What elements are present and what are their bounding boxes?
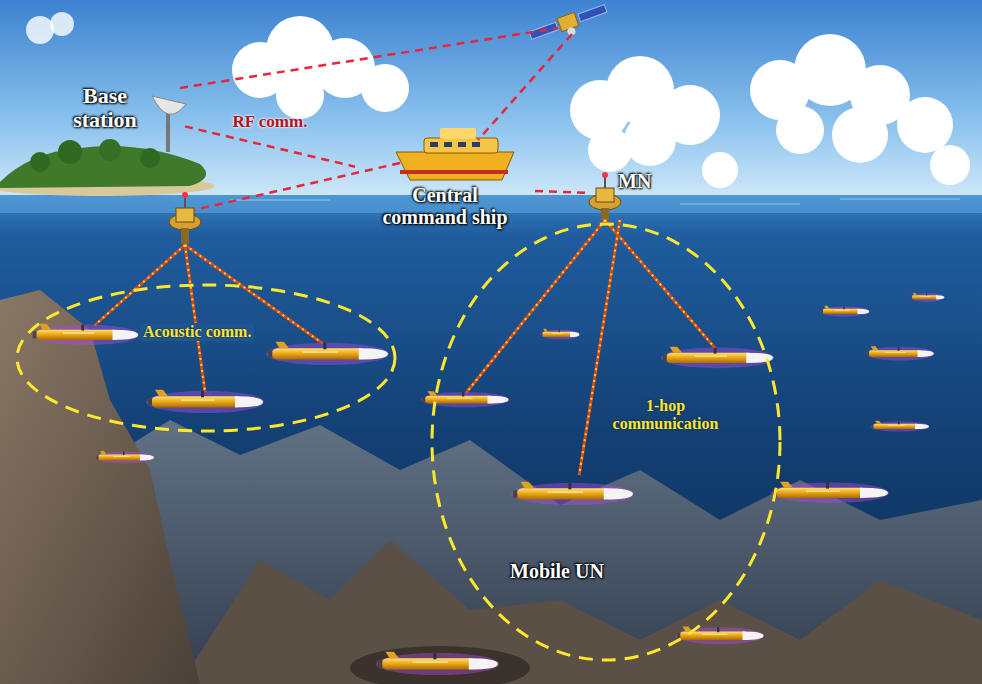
dish-antenna bbox=[152, 96, 186, 152]
auv-fleet bbox=[31, 293, 945, 675]
master-node: MN bbox=[588, 168, 660, 220]
buoy-mn bbox=[589, 172, 621, 220]
cluster-outline bbox=[15, 283, 397, 433]
mobile-un-node: Mobile UN bbox=[500, 475, 640, 590]
seabed-ridge bbox=[180, 540, 982, 684]
node-label: Mobile UN bbox=[510, 560, 604, 582]
link-label: RF comm. bbox=[233, 113, 308, 132]
dashed-ellipse bbox=[17, 285, 395, 431]
rf-links bbox=[180, 28, 572, 210]
island bbox=[0, 139, 215, 196]
base-station-node: Base station bbox=[55, 80, 185, 142]
acoustic-links bbox=[95, 220, 715, 393]
link-line bbox=[535, 191, 588, 193]
link-line bbox=[579, 220, 620, 475]
one-hop-cluster-ellipse: 1-hop communicationMobile UN bbox=[430, 222, 782, 662]
acoustic-cluster-ellipse: Acoustic comm. bbox=[15, 283, 397, 433]
link-line bbox=[185, 126, 355, 166]
satellite bbox=[528, 2, 610, 49]
rock-cliff bbox=[0, 290, 200, 684]
trench bbox=[350, 646, 530, 684]
node-label: Acoustic comm. bbox=[140, 323, 254, 341]
cluster-outline bbox=[430, 222, 782, 662]
buoy-left bbox=[169, 192, 201, 244]
node-label: 1-hop communication bbox=[603, 397, 728, 432]
acoustic-link bbox=[579, 220, 620, 475]
node-label: Central command ship bbox=[375, 184, 515, 228]
rf-link bbox=[535, 191, 588, 193]
sky bbox=[0, 0, 982, 205]
node-label: Base station bbox=[59, 84, 151, 132]
command-ship bbox=[396, 128, 514, 180]
command-ship-node: Central command ship bbox=[355, 140, 535, 236]
link-line bbox=[579, 220, 620, 475]
node-label: MN bbox=[618, 170, 651, 192]
sea bbox=[0, 195, 982, 684]
rf-link bbox=[185, 126, 355, 166]
dashed-ellipse bbox=[432, 224, 780, 660]
